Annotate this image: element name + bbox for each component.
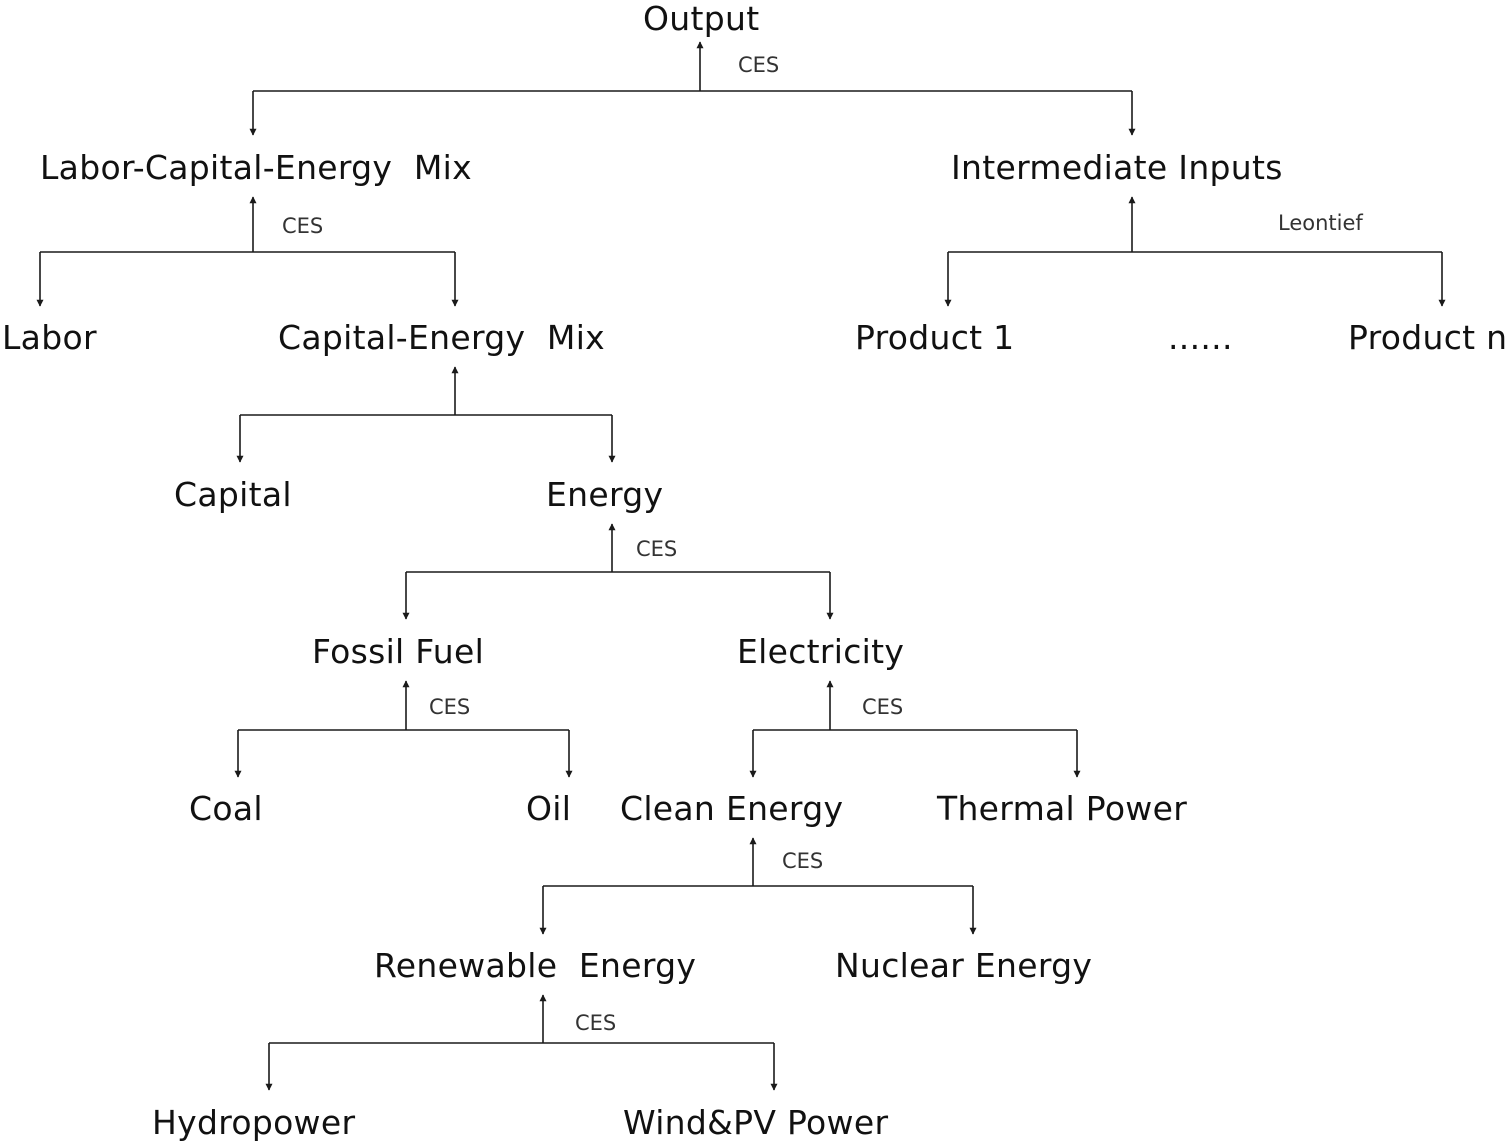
node-coal: Coal [189, 789, 263, 828]
function-label-fossil: CES [429, 695, 471, 719]
node-electricity: Electricity [737, 632, 905, 671]
node-energy: Energy [546, 475, 664, 514]
node-intermediate-inputs: Intermediate Inputs [951, 148, 1283, 187]
node-product-ellipsis: ...... [1168, 318, 1233, 357]
function-label-clean: CES [782, 849, 824, 873]
node-oil: Oil [526, 789, 572, 828]
function-label-intermediate: Leontief [1278, 211, 1363, 235]
node-nuclear-energy: Nuclear Energy [835, 946, 1093, 985]
node-labor: Labor [2, 318, 97, 357]
node-product-n: Product n [1348, 318, 1505, 357]
node-output: Output [643, 0, 760, 38]
node-product-1: Product 1 [855, 318, 1015, 357]
function-label-output: CES [738, 53, 780, 77]
function-label-renewable: CES [575, 1011, 617, 1035]
node-clean-energy: Clean Energy [620, 789, 844, 828]
node-thermal-power: Thermal Power [937, 789, 1188, 828]
function-label-energy: CES [636, 537, 678, 561]
node-labor-capital-energy-mix: Labor-Capital-Energy Mix [40, 148, 472, 187]
node-capital: Capital [174, 475, 292, 514]
node-hydropower: Hydropower [152, 1103, 356, 1142]
node-wind-pv-power: Wind&PV Power [623, 1103, 889, 1142]
function-label-lce-mix: CES [282, 214, 324, 238]
node-capital-energy-mix: Capital-Energy Mix [278, 318, 605, 357]
function-label-electricity: CES [862, 695, 904, 719]
node-renewable-energy: Renewable Energy [374, 946, 697, 985]
node-fossil-fuel: Fossil Fuel [312, 632, 485, 671]
